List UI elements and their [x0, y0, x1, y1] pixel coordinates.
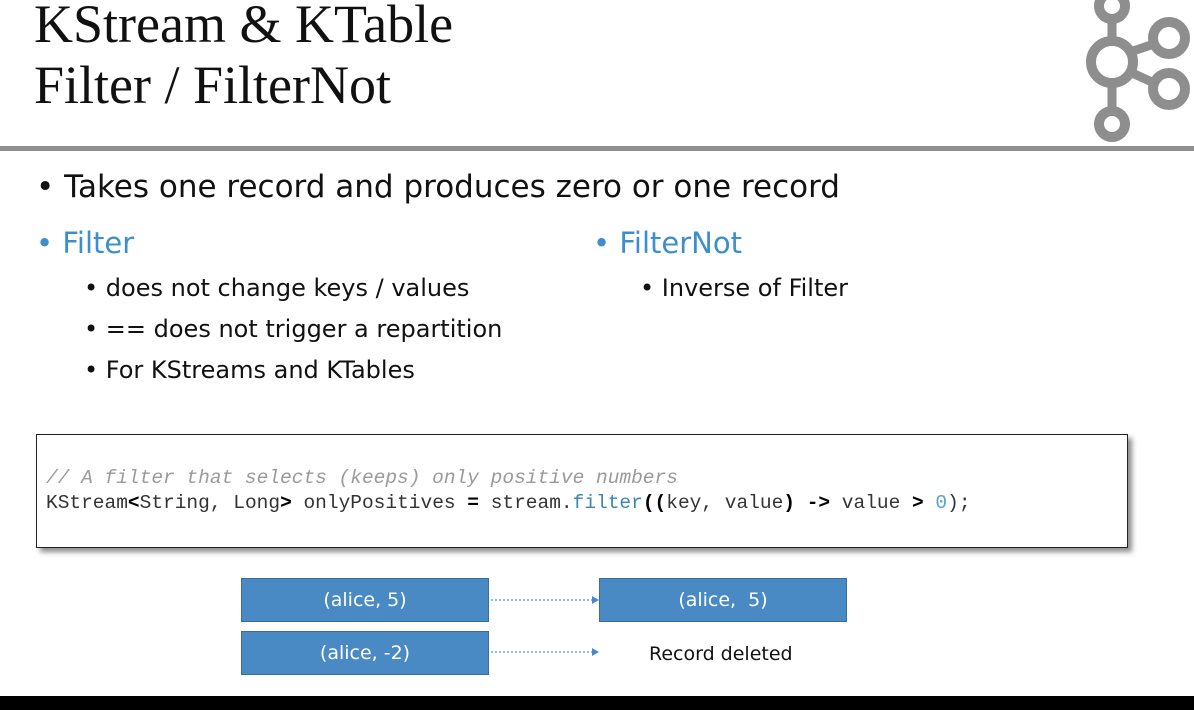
code-token-filter: filter [572, 492, 643, 514]
code-token-var: onlyPositives [291, 492, 468, 514]
code-token-generics: String, Long [139, 492, 281, 514]
code-token-stream: stream. [479, 492, 573, 514]
code-line: KStream<String, Long> onlyPositives = st… [46, 492, 971, 514]
code-token-value: value [830, 492, 913, 514]
code-token-gt: > [280, 492, 292, 514]
code-token-assign: = [467, 492, 479, 514]
arrow-icon [491, 596, 599, 604]
slide-title-line-2: Filter / FilterNot [34, 55, 391, 115]
title-divider [0, 146, 1194, 151]
code-comment: // A filter that selects (keeps) only po… [46, 467, 678, 489]
record-deleted-label: Record deleted [649, 643, 793, 665]
code-token-space-1 [795, 492, 807, 514]
code-token-end: ); [947, 492, 971, 514]
code-token-open-paren: (( [642, 492, 667, 514]
input-record-2: (alice, -2) [241, 631, 489, 675]
arrow-icon [491, 648, 599, 656]
kafka-logo-icon [1086, 0, 1190, 142]
code-token-space-2 [924, 492, 936, 514]
filter-heading: • Filter [36, 226, 135, 260]
input-record-1: (alice, 5) [241, 578, 489, 622]
output-record-1: (alice, 5) [599, 578, 847, 622]
filter-item-2: • == does not trigger a repartition [84, 315, 503, 343]
slide-title: KStream & KTable Filter / FilterNot [34, 0, 453, 116]
filternot-item-1: • Inverse of Filter [640, 274, 849, 302]
slide-title-line-1: KStream & KTable [34, 0, 454, 54]
code-token-params: key, value [666, 492, 784, 514]
code-token-zero: 0 [935, 492, 948, 514]
filternot-heading: • FilterNot [593, 226, 742, 260]
filter-item-1: • does not change keys / values [84, 274, 470, 302]
code-token-greater: > [912, 492, 924, 514]
footer-bar [0, 696, 1194, 710]
code-token-close-paren: ) [783, 492, 795, 514]
code-token-type: KStream [46, 492, 128, 514]
filter-item-3: • For KStreams and KTables [84, 356, 415, 384]
code-snippet-box: // A filter that selects (keeps) only po… [36, 434, 1128, 548]
main-bullet: • Takes one record and produces zero or … [36, 169, 840, 205]
code-token-arrow: -> [806, 492, 831, 514]
code-token-lt: < [127, 492, 140, 514]
